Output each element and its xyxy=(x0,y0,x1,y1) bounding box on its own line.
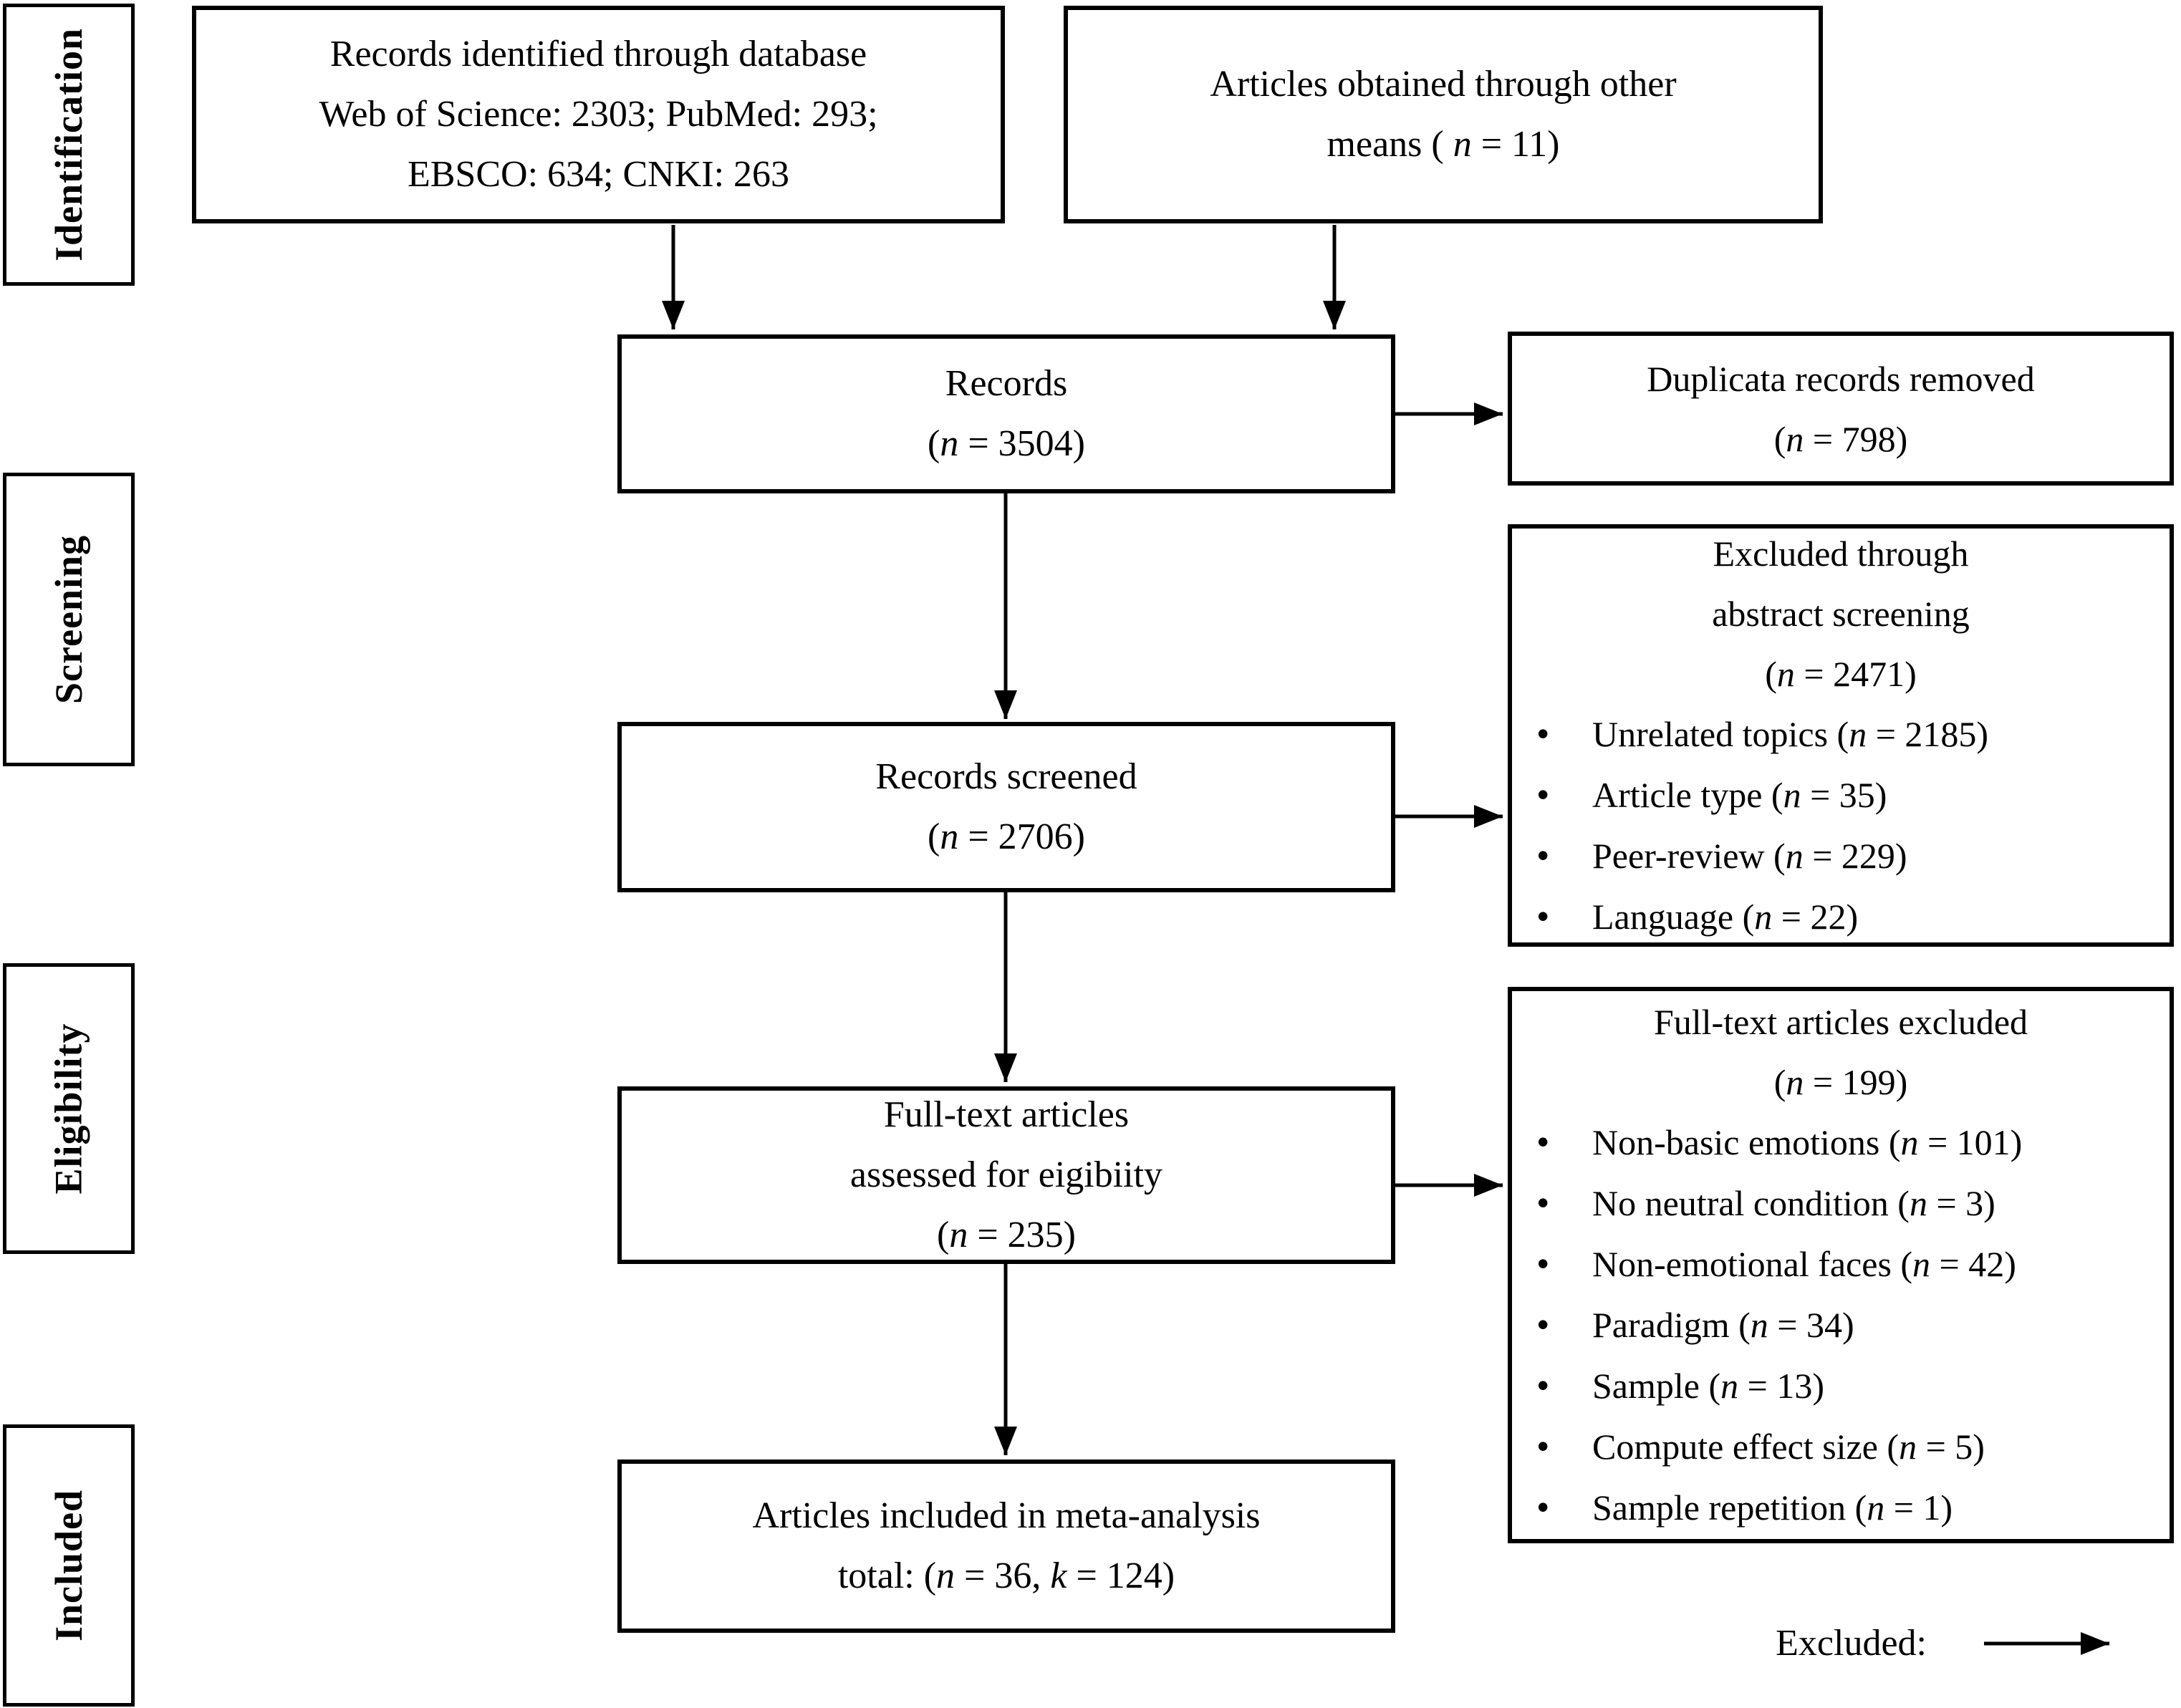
box-fulltext-assessed-line: assessed for eigibiity xyxy=(849,1154,1163,1195)
box-included-meta-line: total: (n = 36, k = 124) xyxy=(837,1555,1175,1596)
box-fulltext-excluded-title-line: (n = 199) xyxy=(1773,1062,1908,1102)
excluded-legend: Excluded: xyxy=(1669,1618,1927,1669)
box-duplicates-removed: Duplicata records removed (n = 798) xyxy=(1508,332,2174,486)
box-fulltext-excluded-title-line: Full-text articles excluded xyxy=(1653,1002,2028,1042)
box-abstract-excluded-title-line: (n = 2471) xyxy=(1765,654,1917,694)
box-duplicates-removed-line: (n = 798) xyxy=(1773,418,1908,459)
box-records-identified-line: Records identified through database xyxy=(329,34,867,74)
stage-eligibility: Eligibility xyxy=(3,963,135,1254)
box-included-meta: Articles included in meta-analysis total… xyxy=(617,1459,1395,1633)
box-fulltext-assessed-line: (n = 235) xyxy=(937,1215,1076,1255)
stage-included: Included xyxy=(3,1424,135,1707)
exclusion-reason-item: Unrelated topics (n = 2185) xyxy=(1536,704,2170,765)
box-other-means-line: Articles obtained through other xyxy=(1210,64,1677,105)
box-abstract-excluded-title-line: Excluded through xyxy=(1713,534,1969,574)
box-other-means: Articles obtained through other means ( … xyxy=(1064,6,1823,223)
box-records-line: (n = 3504) xyxy=(928,423,1085,464)
exclusion-reason-item: Paradigm (n = 34) xyxy=(1536,1295,2170,1356)
box-records-screened: Records screened (n = 2706) xyxy=(617,722,1395,892)
box-records: Records (n = 3504) xyxy=(617,334,1395,493)
box-fulltext-excluded-title: Full-text articles excluded (n = 199) xyxy=(1512,992,2170,1112)
box-abstract-excluded: Excluded through abstract screening (n =… xyxy=(1508,524,2174,947)
exclusion-reason-item: Sample repetition (n = 1) xyxy=(1536,1477,2170,1538)
exclusion-reason-item: Peer-review (n = 229) xyxy=(1536,826,2170,887)
stage-label-screening: Screening xyxy=(47,535,90,704)
box-records-line: Records xyxy=(945,363,1068,404)
box-records-identified-line: EBSCO: 634; CNKI: 263 xyxy=(407,154,790,195)
box-abstract-excluded-title-line: abstract screening xyxy=(1712,594,1970,634)
box-duplicates-removed-line: Duplicata records removed xyxy=(1647,358,2035,399)
box-records-screened-line: (n = 2706) xyxy=(928,816,1085,857)
exclusion-reason-item: No neutral condition (n = 3) xyxy=(1536,1173,2170,1234)
box-records-screened-line: Records screened xyxy=(875,756,1137,797)
box-included-meta-line: Articles included in meta-analysis xyxy=(752,1495,1261,1536)
exclusion-reason-item: Sample (n = 13) xyxy=(1536,1356,2170,1417)
box-fulltext-assessed: Full-text articles assessed for eigibiit… xyxy=(617,1086,1395,1264)
stage-label-identification: Identification xyxy=(47,27,91,262)
box-records-identified-line: Web of Science: 2303; PubMed: 293; xyxy=(319,94,878,135)
exclusion-reason-item: Compute effect size (n = 5) xyxy=(1536,1417,2170,1477)
box-other-means-line: means ( n = 11) xyxy=(1327,124,1560,165)
box-records-identified: Records identified through database Web … xyxy=(192,6,1005,223)
fulltext-excluded-reasons-list: Non-basic emotions (n = 101) No neutral … xyxy=(1512,1112,2170,1538)
stage-screening: Screening xyxy=(3,473,135,766)
exclusion-reason-item: Article type (n = 35) xyxy=(1536,765,2170,826)
stage-label-eligibility: Eligibility xyxy=(47,1023,90,1195)
exclusion-reason-item: Non-basic emotions (n = 101) xyxy=(1536,1112,2170,1173)
box-abstract-excluded-title: Excluded through abstract screening (n =… xyxy=(1512,524,2170,704)
box-fulltext-assessed-line: Full-text articles xyxy=(883,1094,1130,1135)
exclusion-reason-item: Language (n = 22) xyxy=(1536,887,2170,947)
box-fulltext-excluded: Full-text articles excluded (n = 199) No… xyxy=(1508,987,2174,1543)
excluded-legend-label: Excluded: xyxy=(1776,1623,1927,1664)
abstract-excluded-reasons-list: Unrelated topics (n = 2185) Article type… xyxy=(1512,704,2170,947)
stage-identification: Identification xyxy=(3,4,135,286)
exclusion-reason-item: Non-emotional faces (n = 42) xyxy=(1536,1234,2170,1295)
stage-label-included: Included xyxy=(47,1489,90,1642)
